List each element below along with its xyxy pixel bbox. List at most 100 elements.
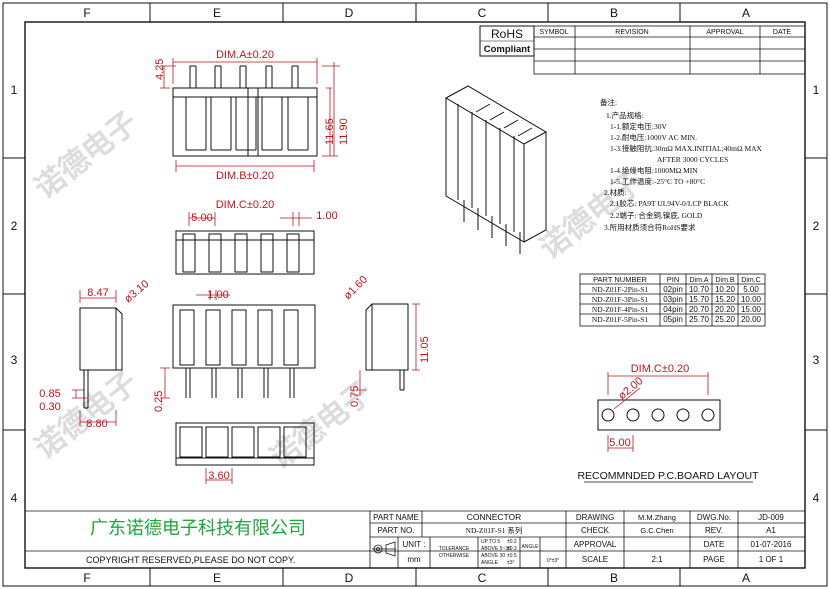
row-label-left: 3 [11,353,18,367]
note-line: 3.所用材质须合符RoHS要求 [604,222,696,232]
note-line: 1-4.绝缘电阻:1000MΩ MIN [610,165,698,175]
note-line: 2.2端子: 合金铜,镍底, GOLD [610,210,703,220]
front-pins [185,65,309,151]
dim-360-label: 3.60 [208,470,229,482]
side-view-left [72,290,123,426]
svg-text:±0.3: ±0.3 [507,546,517,552]
dim-880-label: 8.80 [86,418,107,430]
parts-cell: 10.00 [741,295,762,304]
note-line: 1-3.接触阻抗:30mΩ MAX.INITIAL;40mΩ MAX [610,143,763,153]
col-label-top: E [213,6,221,20]
parts-header: Dim.C [741,277,760,284]
note-line: 1-1.额定电压:30V [610,121,667,131]
svg-text:ANGLE: ANGLE [481,560,499,566]
dim-100-right-label: 1.00 [316,210,337,222]
company-name: 广东诺德电子科技有限公司 [90,518,306,539]
col-label-top: D [345,6,354,20]
parts-cell: 15.00 [741,305,762,314]
revision-date-header: DATE [773,29,791,36]
revision-table [533,25,806,75]
tolerance-label: TOLERANCE [439,546,470,552]
scale-value: 2:1 [651,555,663,564]
rohs-subtitle: Compliant [484,44,531,55]
phi-310-label: ø3.10 [122,278,151,305]
top-view-slots [182,233,300,273]
dim-a-label: DIM.A±0.20 [216,49,274,61]
scale-label: SCALE [582,555,608,564]
pcb-hole [676,408,690,422]
parts-cell: 03pin [663,295,683,304]
pcb-dim-500-label: 5.00 [609,437,630,449]
zone-ticks [3,3,827,586]
front-view [160,58,340,172]
unit-label: UNIT : [403,540,426,549]
note-line: 2.材质: [604,187,627,197]
revision-approval-header: APPROVAL [706,29,743,36]
parts-cell: 20.70 [689,305,710,314]
dim-085-label: 0.85 [39,388,60,400]
drawing-by: M.M.Zhang [638,513,676,522]
revision-symbol-header: SYMBOL [539,29,568,36]
parts-table-grid [579,273,766,327]
parts-cell: ND-Z01F-4Pin-S1 [592,305,649,314]
svg-text:±0.5: ±0.5 [507,553,517,559]
col-label-top: B [610,6,618,20]
parts-cell: ND-Z01F-5Pin-S1 [592,315,649,324]
isometric-view [444,85,548,254]
dim-425-label: 4.25 [154,59,166,80]
notes-heading: 备注: [600,97,617,107]
dim-025-label: 0.25 [153,391,165,412]
pcb-layout-title: RECOMMNDED P.C.BOARD LAYOUT [577,470,759,482]
rohs-title: RoHS [491,27,523,41]
angle-label: ANGLE [522,544,540,550]
svg-text:诺德电子: 诺德电子 [28,365,144,466]
check-by: G.C.Chen [640,526,673,535]
dim-b-label: DIM.B±0.20 [216,170,274,182]
parts-cell: 20.00 [741,315,762,324]
col-label-top: A [742,6,750,20]
svg-text:ABOVE 30: ABOVE 30 [481,553,505,559]
parts-header: Dim.A [689,277,708,284]
dim-100-label: 1.00 [207,289,228,301]
parts-table: PART NUMBER PIN Dim.A Dim.B Dim.C ND-Z01… [592,275,762,324]
svg-text:±3°: ±3° [507,560,515,566]
row-label-right: 2 [813,219,820,233]
note-line: 1-5.工作温度:-25°C TO +80°C [610,176,705,186]
underside-view [175,422,315,484]
dim-075-label: 0.75 [349,386,361,407]
pcb-hole [701,408,715,422]
date-value: 01-07-2016 [751,540,792,549]
parts-header: PART NUMBER [593,275,647,284]
dim-1165-label: 11.65 [324,118,336,145]
page-label: PAGE [703,555,725,564]
revision-header: REVISION [615,29,648,36]
unit-value: mm [407,555,421,564]
parts-cell: ND-Z01F-3Pin-S1 [592,295,649,304]
side-view-right [358,303,420,396]
dim-c-label: DIM.C±0.20 [216,199,275,211]
parts-cell: 25.70 [689,315,710,324]
col-label-bottom: E [213,571,221,585]
pcb-hole [626,408,640,422]
parts-cell: 10.20 [715,285,736,294]
parts-cell: 05pin [663,315,683,324]
parts-cell: 15.20 [715,295,736,304]
dim-1105-label: 11.05 [419,336,431,363]
otherwise-label: OTHERWISE [439,553,470,559]
dim-030-label: 0.30 [39,401,60,413]
pcb-hole [651,408,665,422]
part-no-value: ND-Z01F-S1 系列 [466,525,523,535]
bottom-view-contacts [179,309,299,366]
tolerance-table: UP TO 5 ±0.2 ABOVE 5~30 ±0.3 ABOVE 30 ±0… [481,539,517,566]
title-block-grid [25,510,805,568]
approval-label: APPROVAL [574,540,617,549]
row-label-left: 1 [11,83,18,97]
svg-text:诺德电子: 诺德电子 [28,105,144,206]
copyright-text: COPYRIGHT RESERVED,PLEASE DO NOT COPY. [86,555,295,565]
part-name-label: PART NAME [373,513,419,522]
col-label-bottom: B [610,571,618,585]
parts-cell: 20.20 [715,305,736,314]
note-line: AFTER 3000 CYCLES [657,155,728,164]
